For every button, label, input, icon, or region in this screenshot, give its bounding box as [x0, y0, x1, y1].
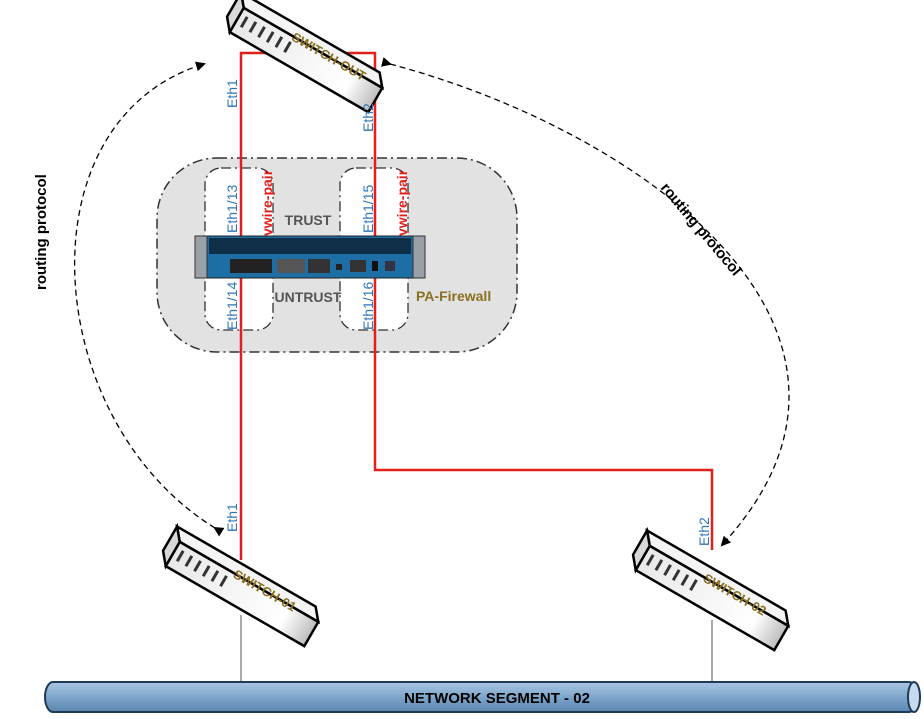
eth1-15-label: Eth1/15 [360, 185, 376, 233]
switch-01-eth1-label: Eth1 [224, 503, 240, 532]
firewall-appliance [194, 235, 426, 279]
network-segment: NETWORK SEGMENT - 02 [44, 681, 921, 713]
vwire-pair-left-label: vwire-pair [259, 169, 275, 236]
eth1-16-label: Eth1/16 [360, 282, 376, 330]
eth1-14-label: Eth1/14 [224, 282, 240, 330]
switch-02-eth2-label: Eth2 [696, 517, 712, 546]
routing-protocol-left-arrow [73, 61, 225, 537]
switch-out[interactable]: SWITCH-OUT [219, 0, 390, 114]
switch-02[interactable]: SWITCH-02 [625, 529, 796, 652]
routing-protocol-right-arrow [380, 57, 790, 547]
pa-firewall-label: PA-Firewall [416, 288, 491, 304]
routing-protocol-right-label: routing protocol [657, 180, 744, 280]
untrust-zone-label: UNTRUST [275, 289, 342, 305]
eth1-13-label: Eth1/13 [224, 185, 240, 233]
trust-zone-label: TRUST [285, 212, 332, 228]
switch-out-eth2-label: Eth2 [360, 103, 376, 132]
network-segment-label: NETWORK SEGMENT - 02 [404, 690, 590, 707]
vwire-pair-right-label: vwire-pair [394, 169, 410, 236]
switch-out-eth1-label: Eth1 [224, 79, 240, 108]
routing-protocol-left-label: routing protocol [33, 174, 50, 290]
